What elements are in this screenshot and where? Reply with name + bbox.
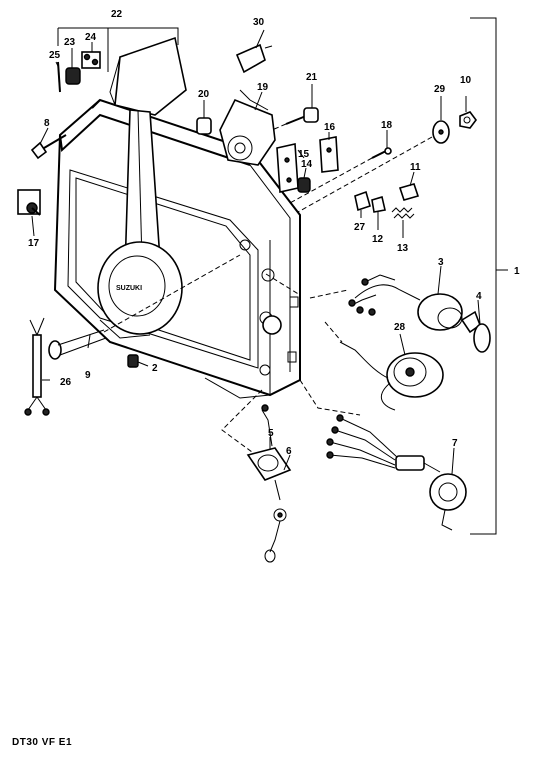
callout-23: 23 — [64, 37, 76, 48]
callout-14: 14 — [301, 159, 313, 170]
callout-16: 16 — [324, 122, 336, 133]
callout-12: 12 — [372, 234, 384, 245]
warmup-lever-parts — [57, 27, 179, 93]
leader-lines — [31, 29, 481, 475]
stop-switch — [221, 389, 292, 563]
callout-1: 1 — [514, 266, 520, 277]
diagram-code: DT30 VF E1 — [12, 737, 73, 748]
callout-27: 27 — [354, 222, 366, 233]
bolt-9 — [48, 254, 241, 360]
callout-2: 2 — [152, 363, 158, 374]
washer-and-nut — [297, 111, 477, 213]
callout-9: 9 — [85, 370, 91, 381]
callout-labels: 1 2 3 4 5 6 7 8 9 10 11 12 13 14 15 16 1… — [28, 9, 520, 457]
part-2 — [127, 354, 139, 368]
callout-18: 18 — [381, 120, 393, 131]
callout-24: 24 — [85, 32, 97, 43]
callout-30: 30 — [253, 17, 265, 28]
callout-28: 28 — [394, 322, 406, 333]
callout-11: 11 — [410, 162, 421, 173]
harness-7 — [299, 379, 467, 531]
assembly-bracket — [470, 17, 508, 535]
control-lever: SUZUKI — [97, 36, 187, 339]
callout-22: 22 — [111, 9, 123, 20]
harness-26 — [24, 317, 50, 416]
callout-19: 19 — [257, 82, 269, 93]
callout-8: 8 — [44, 118, 50, 129]
screw-8 — [30, 134, 67, 160]
callout-13: 13 — [397, 243, 409, 254]
part-17 — [17, 189, 41, 216]
small-switch-parts — [354, 183, 420, 219]
neutral-switch-parts — [196, 43, 276, 166]
callout-5: 5 — [268, 428, 274, 439]
callout-3: 3 — [438, 257, 444, 268]
bolt-21 — [271, 107, 319, 131]
callout-10: 10 — [460, 75, 472, 86]
callout-6: 6 — [286, 446, 292, 457]
callout-20: 20 — [198, 89, 210, 100]
ignition-switch — [265, 273, 491, 353]
callout-21: 21 — [306, 72, 318, 83]
callout-25: 25 — [49, 50, 61, 61]
callout-26: 26 — [60, 377, 72, 388]
callout-15: 15 — [298, 149, 310, 160]
callout-17: 17 — [28, 238, 40, 249]
box-brand-text: SUZUKI — [116, 285, 142, 292]
buzzer-28 — [262, 315, 444, 411]
callout-29: 29 — [434, 84, 446, 95]
screw-18 — [289, 147, 392, 204]
callout-4: 4 — [476, 291, 482, 302]
callout-7: 7 — [452, 438, 458, 449]
